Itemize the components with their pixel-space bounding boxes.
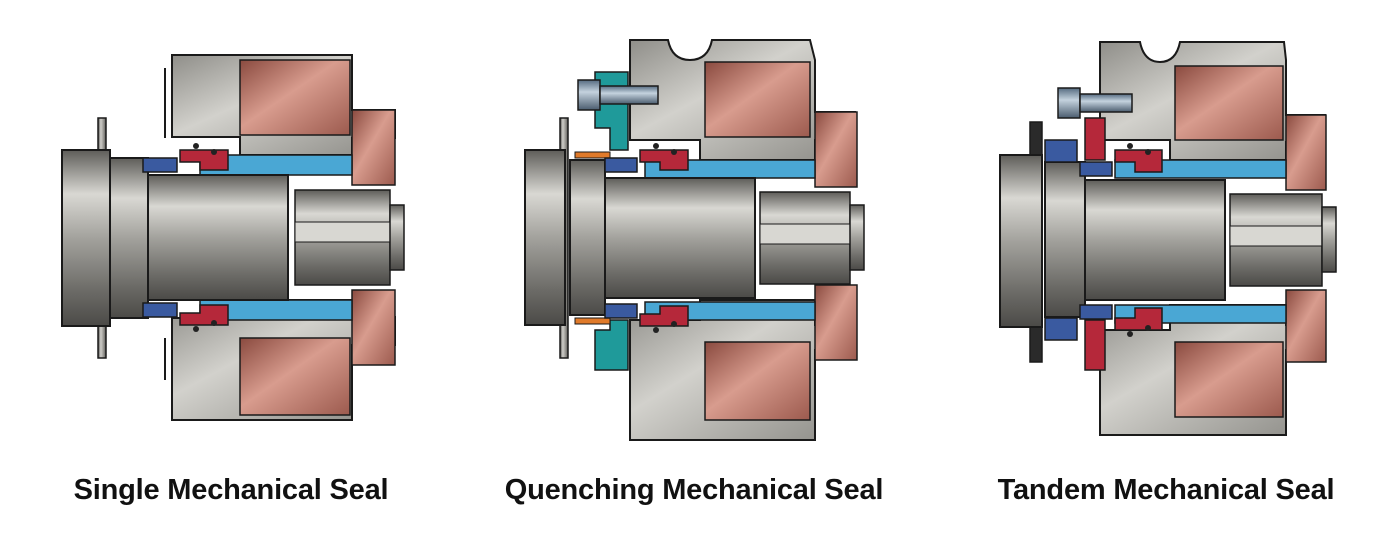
rotating-seal-lower [179,304,229,326]
impeller-hub-lower [351,289,396,366]
stationary-seat-lower [142,302,178,318]
outer-seat-lower [1044,317,1078,341]
inner-seat-upper [1079,161,1113,177]
gland-bolt-shank [599,85,659,105]
quench-lip-upper [574,151,611,159]
outer-rotating-seal-upper [1084,117,1106,161]
inner-rotating-seal-upper [1114,149,1163,173]
inner-seat-lower [1079,304,1113,320]
outer-rotating-seal-lower [1084,319,1106,371]
quench-lip-lower [574,317,611,325]
impeller-lower [239,337,351,416]
impeller-upper [239,59,351,136]
shaft-end [999,154,1043,328]
outer-seat-upper [1044,139,1078,163]
caption-single-mechanical-seal: Single Mechanical Seal [73,474,389,506]
shaft-body [147,174,289,301]
caption-tandem-mechanical-seal: Tandem Mechanical Seal [997,474,1335,506]
gland-bolt-head [577,79,601,111]
impeller-lower [1174,341,1284,418]
impeller-upper [704,61,811,138]
stationary-seat-upper [604,157,638,173]
inner-rotating-seal-lower [1114,307,1163,331]
impeller-upper [1174,65,1284,141]
gland-bolt-head [1057,87,1081,119]
single-seal-diagram [61,54,405,421]
quenching-seal-diagram [524,39,865,441]
rotating-seal-lower [639,305,689,327]
impeller-lower [704,341,811,421]
shaft-body [604,177,756,299]
quench-gland-lower [594,319,629,371]
stationary-seat-lower [604,303,638,319]
rotating-seal-upper [639,149,689,171]
stationary-seat-upper [142,157,178,173]
shaft-end [61,149,111,327]
tandem-seal-diagram [999,41,1337,436]
shaft-step [109,157,149,319]
impeller-hub-upper [351,109,396,186]
shaft-end [524,149,566,326]
rotating-seal-upper [179,149,229,171]
shaft-body [1084,179,1226,301]
caption-quenching-mechanical-seal: Quenching Mechanical Seal [504,474,884,506]
gland-bolt-shank [1079,93,1133,113]
